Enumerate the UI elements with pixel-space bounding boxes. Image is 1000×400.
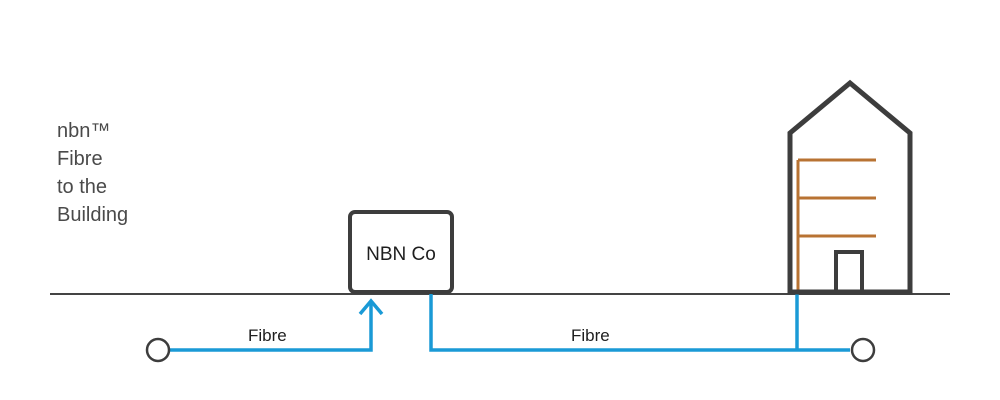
title-line-4: Building (57, 204, 128, 226)
title-line-3: to the (57, 176, 107, 198)
fibre-in-link: Fibre (170, 298, 384, 352)
left-endpoint-node (145, 337, 171, 363)
fibre-in-path (170, 302, 373, 352)
title-line-2: Fibre (57, 148, 103, 170)
nbn-co-box-label: NBN Co (366, 244, 436, 265)
fibre-in-arrowhead (358, 298, 384, 316)
fibre-out-link: Fibre (429, 292, 850, 352)
building-outline (787, 79, 913, 295)
fibre-out-label: Fibre (571, 326, 610, 345)
fibre-in-label: Fibre (248, 326, 287, 345)
right-endpoint-node (850, 337, 876, 363)
fibre-out-path (429, 292, 850, 352)
building-icon (787, 79, 913, 295)
nbn-co-box-outline (348, 210, 454, 294)
nbn-co-box: NBN Co (348, 210, 454, 294)
building-door (834, 250, 864, 292)
title-line-1: nbn™ (57, 120, 110, 142)
diagram-title: nbn™ Fibre to the Building (57, 120, 128, 226)
